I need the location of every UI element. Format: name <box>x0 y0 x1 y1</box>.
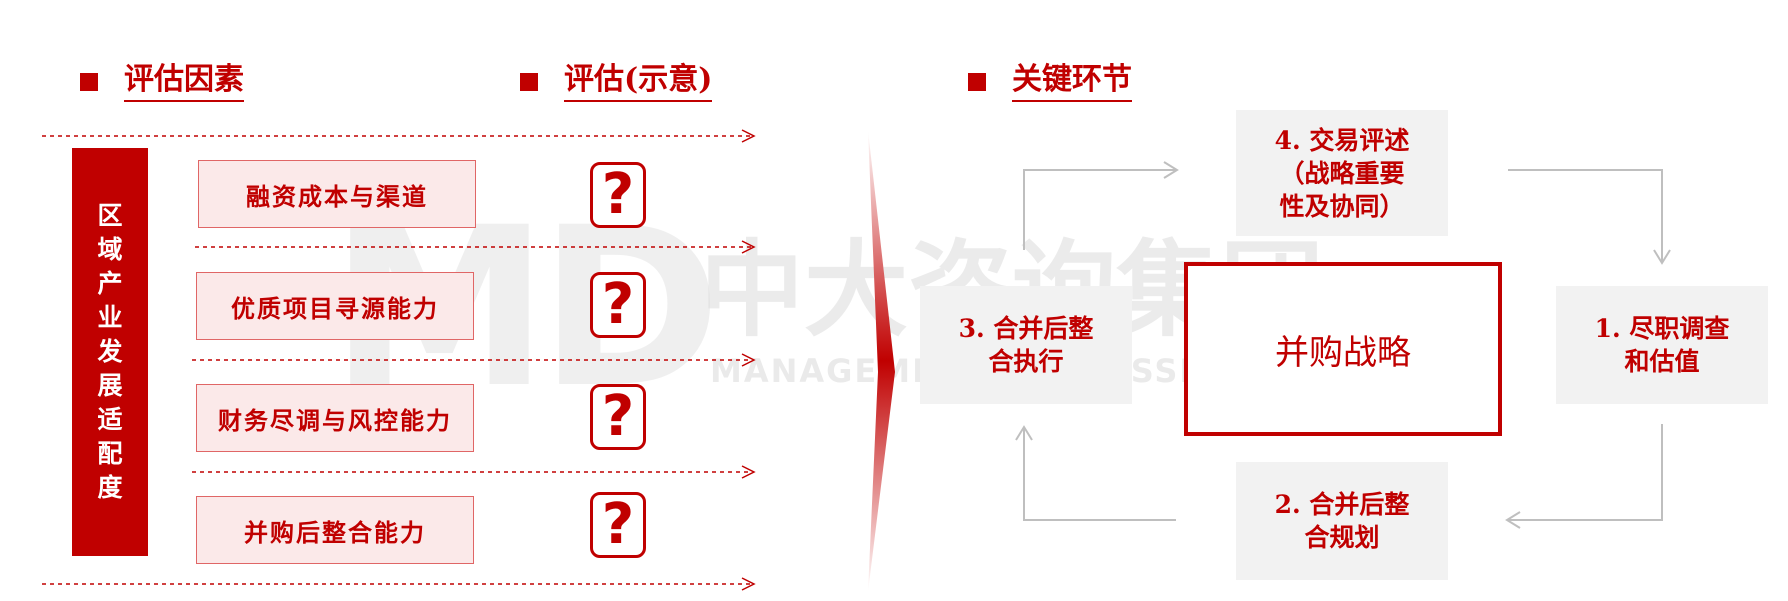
step-line: 3. 合并后整 <box>958 314 1094 343</box>
arrow-1-to-2 <box>1508 424 1663 521</box>
factor-box: 并购后整合能力 <box>196 496 474 564</box>
section-title-assess-text: 评估(示意) <box>564 62 713 102</box>
arrow-2-to-3 <box>1023 428 1176 521</box>
arrow-4-to-1 <box>1508 169 1663 262</box>
arrow-head-3 <box>741 353 756 367</box>
question-mark-icon: ? <box>590 492 646 558</box>
arrow-head-2-to-3 <box>1015 425 1033 441</box>
step-line: 1. 尽职调查 <box>1594 314 1730 343</box>
section-title-factors-text: 评估因素 <box>124 62 244 102</box>
region-char: 配 <box>97 439 123 468</box>
step-line: 2. 合并后整 <box>1274 490 1410 519</box>
factor-box: 优质项目寻源能力 <box>196 272 474 340</box>
region-fit-label: 区 域 产 业 发 展 适 配 度 <box>72 148 148 556</box>
bullet-square-icon <box>520 73 538 91</box>
arrow-head-1-to-2 <box>1505 511 1521 529</box>
question-mark-icon: ? <box>590 162 646 228</box>
step-due-diligence: 1. 尽职调查 和估值 <box>1556 286 1768 404</box>
region-char: 域 <box>97 235 123 264</box>
arrow-head-1 <box>741 129 756 143</box>
factor-label: 并购后整合能力 <box>244 517 426 547</box>
question-mark-icon: ? <box>590 384 646 450</box>
section-title-factors: 评估因素 <box>80 62 244 102</box>
ma-strategy-box: 并购战略 <box>1184 262 1502 436</box>
factor-label: 优质项目寻源能力 <box>231 293 439 323</box>
bullet-square-icon <box>80 73 98 91</box>
step-line: 4. 交易评述 <box>1274 125 1410 155</box>
region-char: 业 <box>97 303 123 332</box>
factor-label: 融资成本与渠道 <box>246 181 428 211</box>
region-char: 发 <box>97 337 123 366</box>
arrow-head-4-to-1 <box>1653 249 1671 265</box>
region-char: 区 <box>97 201 123 230</box>
ma-strategy-label: 并购战略 <box>1275 332 1411 373</box>
step-line: 合规划 <box>1304 523 1380 552</box>
region-char: 适 <box>97 405 123 434</box>
region-char: 度 <box>97 473 123 502</box>
step-deal-review: 4. 交易评述 （战略重要 性及协同） <box>1236 110 1448 236</box>
factor-label: 财务尽调与风控能力 <box>218 405 452 435</box>
arrow-head-3-to-4 <box>1163 161 1179 179</box>
section-title-key-text: 关键环节 <box>1012 62 1132 102</box>
step-line: 合执行 <box>988 347 1064 376</box>
section-title-key: 关键环节 <box>968 62 1132 102</box>
step-integration-planning: 2. 合并后整 合规划 <box>1236 462 1448 580</box>
arrow-3-to-4 <box>1023 169 1176 250</box>
region-char: 产 <box>97 269 123 298</box>
arrow-head-4 <box>741 465 756 479</box>
bullet-square-icon <box>968 73 986 91</box>
step-line: 性及协同） <box>1279 191 1405 221</box>
step-line: （战略重要 <box>1279 158 1405 188</box>
question-mark-icon: ? <box>590 272 646 338</box>
chevron-divider-icon <box>868 130 895 592</box>
step-integration-execution: 3. 合并后整 合执行 <box>920 286 1132 404</box>
region-char: 展 <box>97 371 123 400</box>
factor-box: 财务尽调与风控能力 <box>196 384 474 452</box>
factor-box: 融资成本与渠道 <box>198 160 476 228</box>
arrow-head-2 <box>741 240 756 254</box>
arrow-head-5 <box>741 577 756 591</box>
section-title-assess: 评估(示意) <box>520 62 713 102</box>
step-line: 和估值 <box>1624 347 1700 376</box>
